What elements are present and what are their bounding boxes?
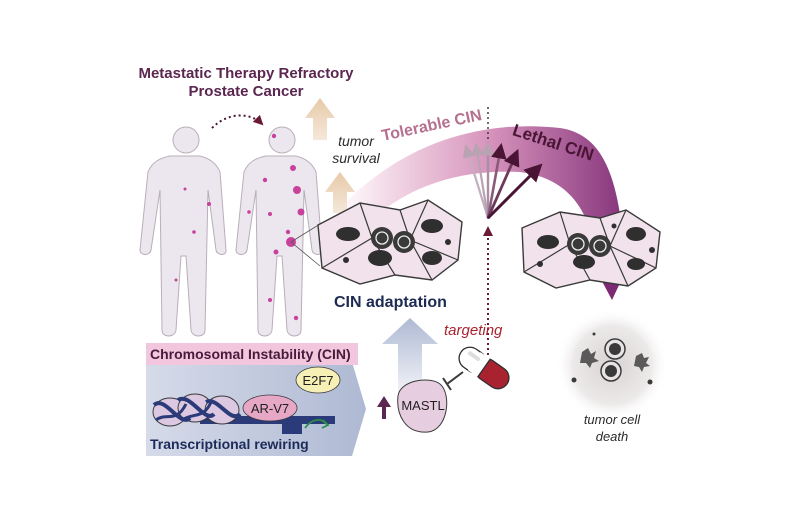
tumor-survival-label-line1: tumor: [338, 133, 374, 149]
zoom-lines: [290, 223, 321, 267]
survival-arrows: [305, 98, 355, 213]
chromosomal-instability-label: Chromosomal Instability (CIN): [150, 346, 351, 362]
transcriptional-rewiring-label: Transcriptional rewiring: [150, 436, 309, 452]
inhibition-icon: [442, 371, 464, 391]
cin-progression-arc: [315, 126, 625, 270]
cin-adaptation-arrow: [382, 318, 438, 408]
mastl-bubble: [397, 379, 448, 433]
figure-title-line2: Prostate Cancer: [188, 83, 304, 100]
upregulation-arrow-icon: [377, 396, 391, 419]
metastasis-dots: [174, 133, 305, 321]
human-silhouette-icon: [139, 126, 227, 337]
ar-v7-label: AR-V7: [250, 401, 290, 416]
tumor-survival-label-line2: survival: [332, 150, 380, 166]
mastl-label: MASTL: [401, 398, 445, 413]
tumor-cell-cluster-icon: [317, 199, 463, 285]
e2f7-label: E2F7: [302, 373, 334, 388]
human-silhouette-metastasis-icon: [235, 126, 323, 337]
tolerable-arrows: [462, 141, 496, 219]
tumor-cell-death-label-line2: death: [595, 429, 629, 444]
lethal-arrows: [486, 142, 543, 220]
progression-dotted-arrow: [211, 114, 264, 129]
ar-v7-bubble: [242, 394, 298, 422]
figure-title-line1: Metastatic Therapy Refractory: [138, 65, 354, 82]
cin-adaptation-label: CIN adaptation: [334, 294, 447, 311]
targeting-label: targeting: [444, 322, 503, 339]
cin-label-box: [146, 343, 358, 365]
capsule-drug-icon: [458, 346, 510, 390]
tumor-cell-death-icon: [556, 309, 668, 421]
tumor-cell-death-label-line1: tumor cell: [583, 412, 641, 427]
tumor-cell-cluster-lethal-icon: [521, 209, 661, 289]
e2f7-bubble: [295, 366, 341, 394]
